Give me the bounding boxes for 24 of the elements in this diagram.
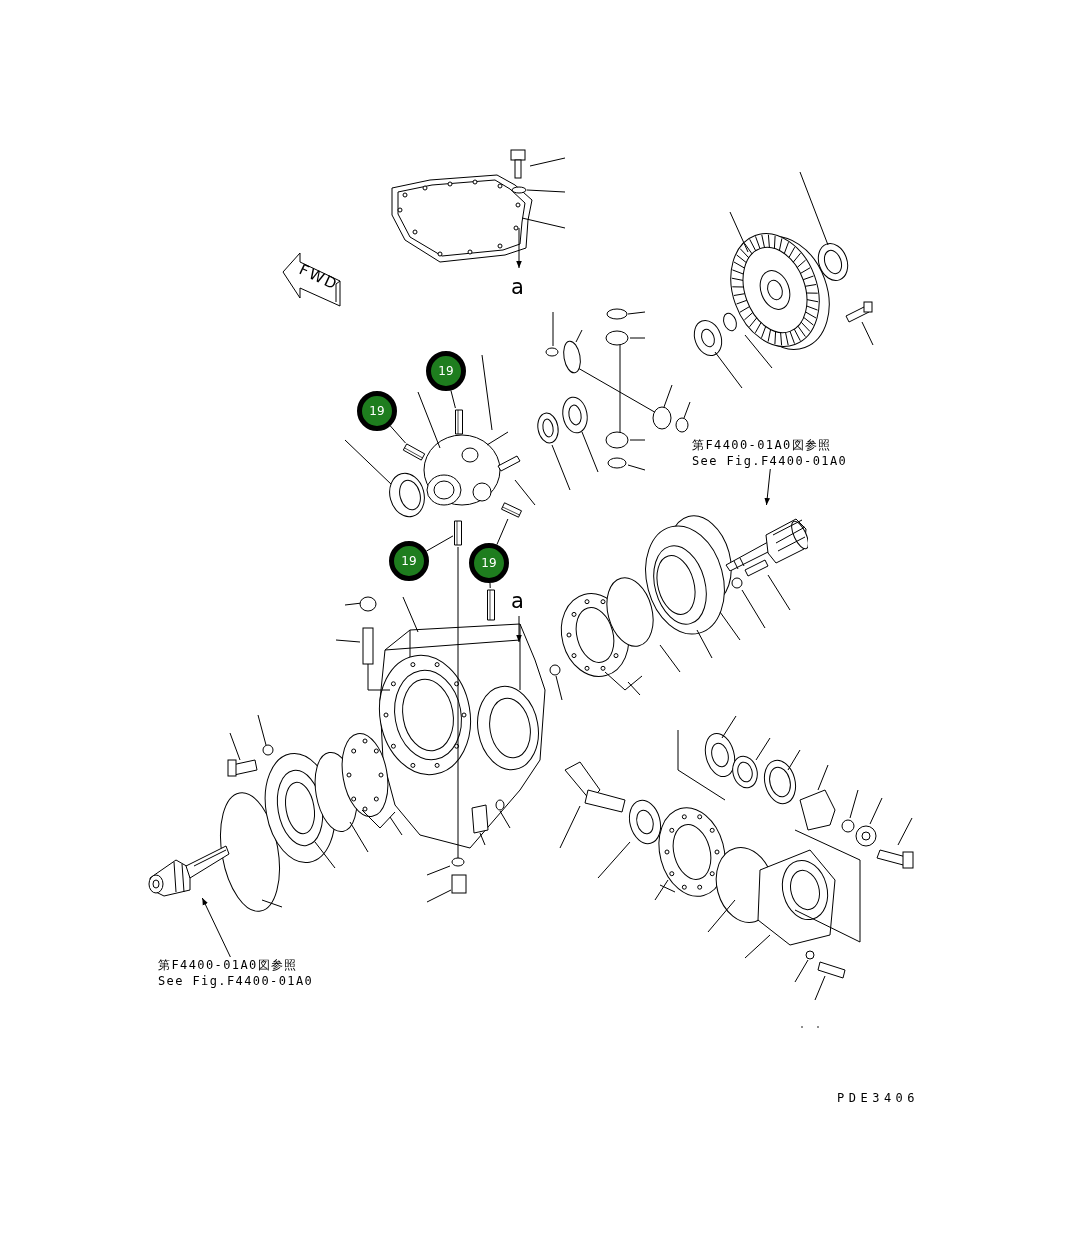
pin (499, 502, 524, 519)
leader-line (389, 425, 406, 444)
callout-number: 19 (426, 351, 466, 391)
leader-line (489, 582, 491, 589)
pin (486, 588, 496, 622)
callout-number: 19 (469, 543, 509, 583)
figure-reference: See Fig.F4400-01A0 (692, 453, 849, 469)
drawing-number: PDE3406 (837, 1092, 920, 1104)
callout-number: 19 (389, 541, 429, 581)
reference-letter: a (511, 591, 524, 612)
figure-reference: 第F4400-01A0図参照 (692, 437, 833, 453)
pin (454, 408, 464, 436)
leader-line (496, 518, 509, 546)
pin (401, 443, 427, 462)
leader-line (450, 389, 456, 409)
direction-label: FWD (296, 262, 341, 293)
arrow (201, 897, 231, 958)
reference-letter: a (511, 277, 524, 298)
callout-number: 19 (357, 391, 397, 431)
leader-line (425, 535, 454, 552)
figure-reference: 第F4400-01A0図参照 (158, 957, 299, 973)
figure-reference: See Fig.F4400-01A0 (158, 973, 315, 989)
arrow (764, 468, 771, 506)
pin (453, 519, 463, 547)
